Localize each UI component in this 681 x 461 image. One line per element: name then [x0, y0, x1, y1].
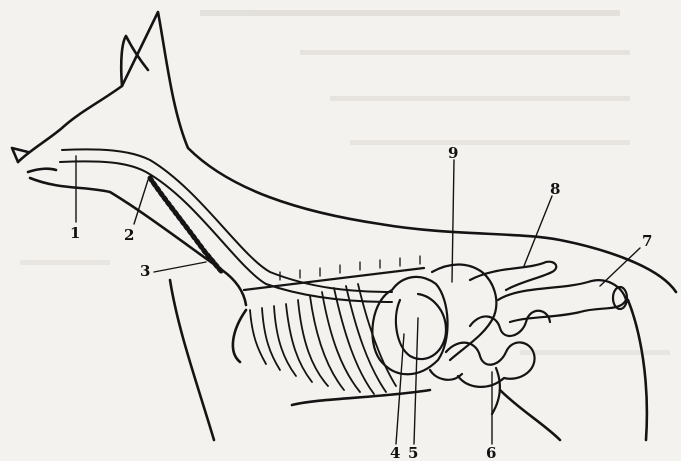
throat-line [30, 178, 246, 305]
foreleg-line [170, 280, 214, 440]
small-intestine-a [446, 342, 535, 386]
belly-line [292, 390, 430, 405]
label-3: 3 [140, 262, 150, 280]
leader-4 [396, 334, 404, 444]
label-6: 6 [486, 444, 496, 461]
leader-5 [414, 318, 418, 444]
hind-line [628, 300, 647, 440]
label-9: 9 [448, 144, 458, 162]
small-intestine-b [430, 370, 462, 380]
pancreas-loop [470, 262, 556, 290]
mouth-line [28, 169, 56, 172]
leader-8 [524, 196, 552, 266]
spine [244, 268, 424, 290]
label-1: 1 [70, 224, 80, 242]
leader-2 [134, 180, 148, 224]
label-2: 2 [124, 226, 134, 244]
leader-3 [154, 262, 206, 272]
label-8: 8 [550, 180, 560, 198]
label-5: 5 [408, 444, 418, 461]
cecum [492, 368, 500, 414]
label-4: 4 [390, 444, 400, 461]
leader-7 [600, 248, 640, 286]
abdominal-organs [372, 262, 627, 414]
colon [498, 280, 626, 322]
body-outline [12, 12, 676, 440]
label-7: 7 [642, 232, 652, 250]
chest-front [233, 310, 246, 362]
hind-leg-front [500, 390, 560, 440]
page-bleed-through [20, 10, 670, 355]
